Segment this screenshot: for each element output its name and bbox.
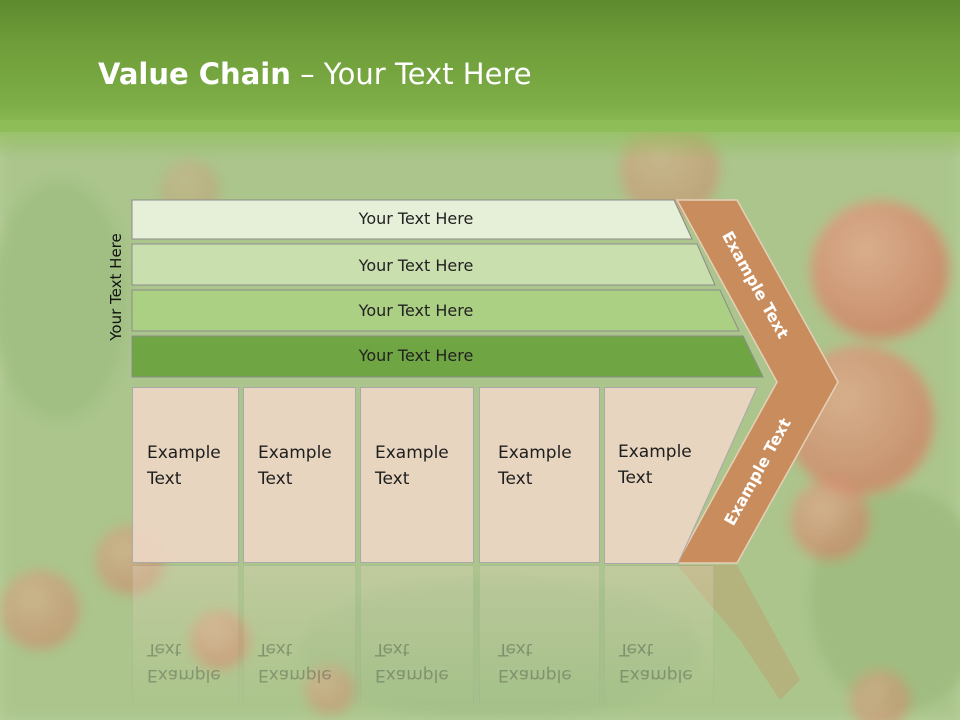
reflection-box-5: Example Text	[604, 565, 714, 705]
page-title[interactable]: Value Chain – Your Text Here	[98, 54, 532, 94]
activity-box-text: Example Text	[498, 440, 572, 492]
activity-box-line2: Text	[147, 469, 182, 489]
activity-box-text: Example Text	[618, 439, 692, 491]
reflection-text: Example Text	[498, 636, 572, 688]
reflection-fill: Example Text	[360, 565, 474, 705]
row-label-2: Your Text Here	[358, 256, 474, 275]
reflection-line1: Example	[498, 665, 572, 685]
activity-box-line1: Example	[618, 442, 692, 462]
reflection-line2: Text	[147, 639, 182, 659]
chevron-arrow[interactable]	[675, 199, 839, 564]
row-label-3: Your Text Here	[358, 301, 474, 320]
reflection-line2: Text	[498, 639, 533, 659]
reflection-box-3: Example Text	[360, 565, 474, 705]
reflection-fill: Example Text	[479, 565, 600, 705]
activity-box-text: Example Text	[375, 440, 449, 492]
activity-box-5[interactable]: Example Text	[604, 387, 734, 563]
reflection-line2: Text	[375, 639, 410, 659]
reflection-fill: Example Text	[604, 565, 714, 705]
activity-box-2[interactable]: Example Text	[243, 387, 356, 563]
activity-box-line1: Example	[258, 443, 332, 463]
activity-box-text: Example Text	[258, 440, 332, 492]
activity-box-line1: Example	[375, 443, 449, 463]
reflection-box-4: Example Text	[479, 565, 600, 705]
row-bar-3[interactable]	[131, 289, 740, 332]
reflection-text: Example Text	[258, 636, 332, 688]
reflection-box-2: Example Text	[243, 565, 356, 705]
reflection-text: Example Text	[619, 636, 693, 688]
activity-box-1[interactable]: Example Text	[132, 387, 239, 563]
row-label-1: Your Text Here	[358, 209, 474, 228]
activity-box-3[interactable]: Example Text	[360, 387, 474, 563]
activity-box-line2: Text	[375, 469, 410, 489]
title-bar	[0, 0, 960, 132]
row-bar-4[interactable]	[131, 335, 764, 378]
reflection-text: Example Text	[147, 636, 221, 688]
reflection-line1: Example	[375, 665, 449, 685]
page-title-bold: Value Chain	[98, 57, 291, 91]
title-bar-fade	[0, 120, 960, 160]
activity-box-line1: Example	[147, 443, 221, 463]
activity-box-5-shape	[604, 387, 758, 564]
row-bar-2[interactable]	[131, 243, 716, 286]
chevron-reflection	[677, 565, 800, 700]
reflection-text: Example Text	[375, 636, 449, 688]
reflection-line2: Text	[258, 639, 293, 659]
reflection-box-1: Example Text	[132, 565, 239, 705]
activity-box-line2: Text	[258, 469, 293, 489]
activity-box-line1: Example	[498, 443, 572, 463]
reflection-line1: Example	[147, 665, 221, 685]
row-bar-1[interactable]	[131, 199, 693, 240]
reflection-fill: Example Text	[243, 565, 356, 705]
page-title-rest: – Your Text Here	[290, 57, 532, 91]
reflection-fill: Example Text	[132, 565, 239, 705]
activity-box-line2: Text	[498, 469, 533, 489]
activity-box-4[interactable]: Example Text	[479, 387, 600, 563]
reflection-line1: Example	[619, 665, 693, 685]
reflection-line2: Text	[619, 639, 654, 659]
activity-box-line2: Text	[618, 468, 653, 488]
row-label-4: Your Text Here	[358, 346, 474, 365]
reflection-line1: Example	[258, 665, 332, 685]
activity-box-text: Example Text	[147, 440, 221, 492]
